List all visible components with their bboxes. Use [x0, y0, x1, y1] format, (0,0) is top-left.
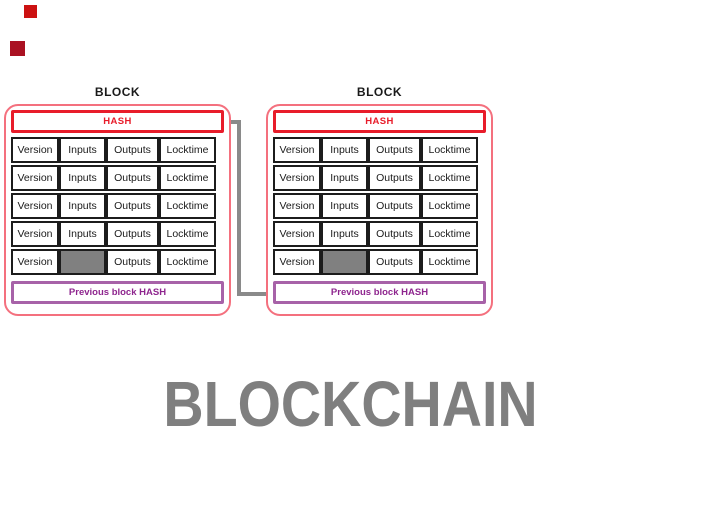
- tx-cell-outputs: Outputs: [106, 137, 159, 163]
- tx-cell-inputs: Inputs: [321, 165, 368, 191]
- tx-cell-outputs: Outputs: [106, 165, 159, 191]
- tx-cell-version: Version: [273, 193, 321, 219]
- previous-block-hash-label: Previous block HASH: [68, 287, 167, 298]
- filled-cell: [321, 249, 368, 275]
- hash-box: HASH: [11, 110, 224, 133]
- block-title: BLOCK: [94, 85, 141, 99]
- tx-cell-version: Version: [273, 249, 321, 275]
- tx-cell-inputs: Inputs: [59, 221, 106, 247]
- tx-cell-locktime: Locktime: [159, 221, 216, 247]
- tx-cell-inputs: Inputs: [321, 221, 368, 247]
- hash-label: HASH: [103, 116, 132, 127]
- tx-cell-inputs: Inputs: [59, 165, 106, 191]
- tx-cell-outputs: Outputs: [368, 249, 421, 275]
- tx-cell-locktime: Locktime: [159, 249, 216, 275]
- tx-cell-outputs: Outputs: [106, 249, 159, 275]
- decorative-red-square-1: [24, 5, 37, 18]
- tx-cell-locktime: Locktime: [159, 137, 216, 163]
- tx-cell-version: Version: [11, 221, 59, 247]
- tx-cell-inputs: Inputs: [59, 137, 106, 163]
- hash-label: HASH: [365, 116, 394, 127]
- tx-cell-version: Version: [11, 165, 59, 191]
- tx-cell-outputs: Outputs: [368, 165, 421, 191]
- tx-cell-outputs: Outputs: [368, 221, 421, 247]
- previous-block-hash-box: Previous block HASH: [11, 281, 224, 304]
- tx-cell-inputs: Inputs: [321, 137, 368, 163]
- tx-cell-locktime: Locktime: [421, 193, 478, 219]
- tx-cell-locktime: Locktime: [159, 193, 216, 219]
- previous-block-hash-label: Previous block HASH: [330, 287, 429, 298]
- tx-cell-outputs: Outputs: [106, 193, 159, 219]
- tx-cell-outputs: Outputs: [368, 137, 421, 163]
- tx-cell-version: Version: [11, 193, 59, 219]
- tx-cell-version: Version: [11, 137, 59, 163]
- tx-cell-locktime: Locktime: [421, 249, 478, 275]
- tx-cell-version: Version: [11, 249, 59, 275]
- hash-box: HASH: [273, 110, 486, 133]
- tx-cell-locktime: Locktime: [421, 137, 478, 163]
- decorative-red-square-2: [10, 41, 25, 56]
- previous-block-hash-box: Previous block HASH: [273, 281, 486, 304]
- tx-cell-locktime: Locktime: [421, 221, 478, 247]
- tx-cell-version: Version: [273, 137, 321, 163]
- tx-cell-locktime: Locktime: [421, 165, 478, 191]
- tx-cell-inputs: Inputs: [59, 193, 106, 219]
- tx-cell-inputs: Inputs: [321, 193, 368, 219]
- tx-cell-outputs: Outputs: [106, 221, 159, 247]
- caption-blockchain: BLOCKCHAIN: [163, 368, 538, 440]
- tx-cell-outputs: Outputs: [368, 193, 421, 219]
- tx-cell-version: Version: [273, 221, 321, 247]
- tx-cell-locktime: Locktime: [159, 165, 216, 191]
- filled-cell: [59, 249, 106, 275]
- tx-cell-version: Version: [273, 165, 321, 191]
- block-title: BLOCK: [356, 85, 403, 99]
